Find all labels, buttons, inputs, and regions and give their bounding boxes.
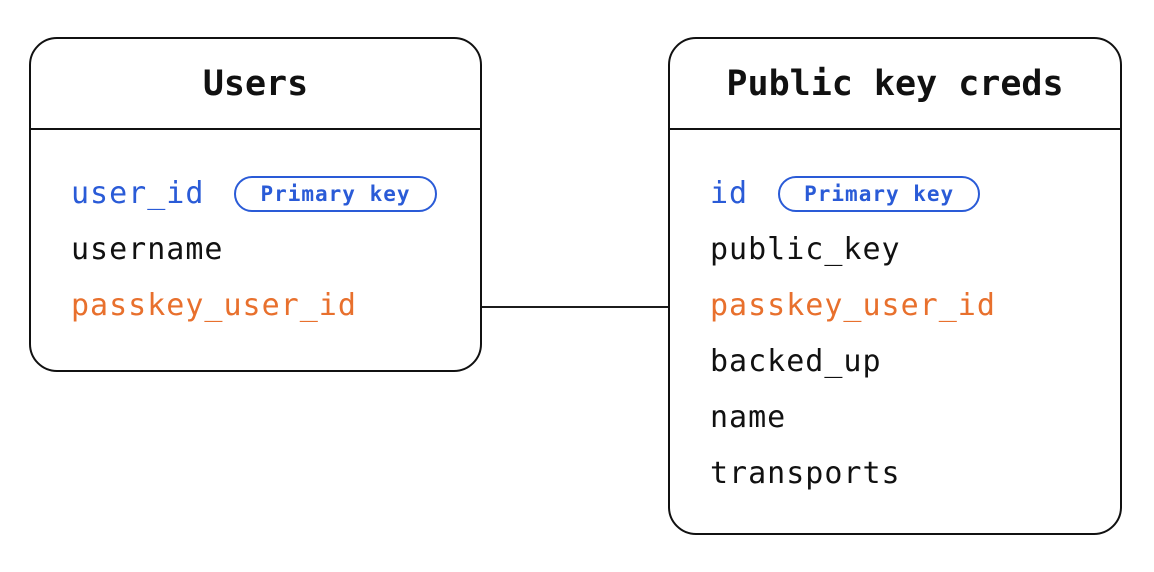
table-header: Users [31, 39, 480, 130]
table-public-key-creds: Public key creds id Primary key public_k… [668, 37, 1122, 535]
field-name: passkey_user_id [71, 288, 357, 323]
field-row: name [710, 390, 1120, 446]
table-users: Users user_id Primary key username passk… [29, 37, 482, 372]
field-name: public_key [710, 232, 901, 267]
field-row: id Primary key [710, 166, 1120, 222]
primary-key-badge: Primary key [234, 176, 437, 212]
primary-key-badge: Primary key [778, 176, 981, 212]
table-title: Users [202, 63, 309, 104]
field-row: user_id Primary key [71, 166, 480, 222]
relationship-line [482, 306, 668, 308]
field-name: user_id [71, 176, 205, 211]
field-row: passkey_user_id [71, 278, 480, 334]
field-name: backed_up [710, 344, 882, 379]
field-row: transports [710, 446, 1120, 502]
field-name: transports [710, 456, 901, 491]
field-name: username [71, 232, 224, 267]
field-list: id Primary key public_key passkey_user_i… [670, 130, 1120, 502]
field-name: id [710, 176, 749, 211]
field-list: user_id Primary key username passkey_use… [31, 130, 480, 334]
table-title: Public key creds [726, 63, 1064, 104]
field-row: username [71, 222, 480, 278]
field-row: backed_up [710, 334, 1120, 390]
field-name: name [710, 400, 787, 435]
table-header: Public key creds [670, 39, 1120, 130]
field-row: public_key [710, 222, 1120, 278]
field-row: passkey_user_id [710, 278, 1120, 334]
field-name: passkey_user_id [710, 288, 996, 323]
